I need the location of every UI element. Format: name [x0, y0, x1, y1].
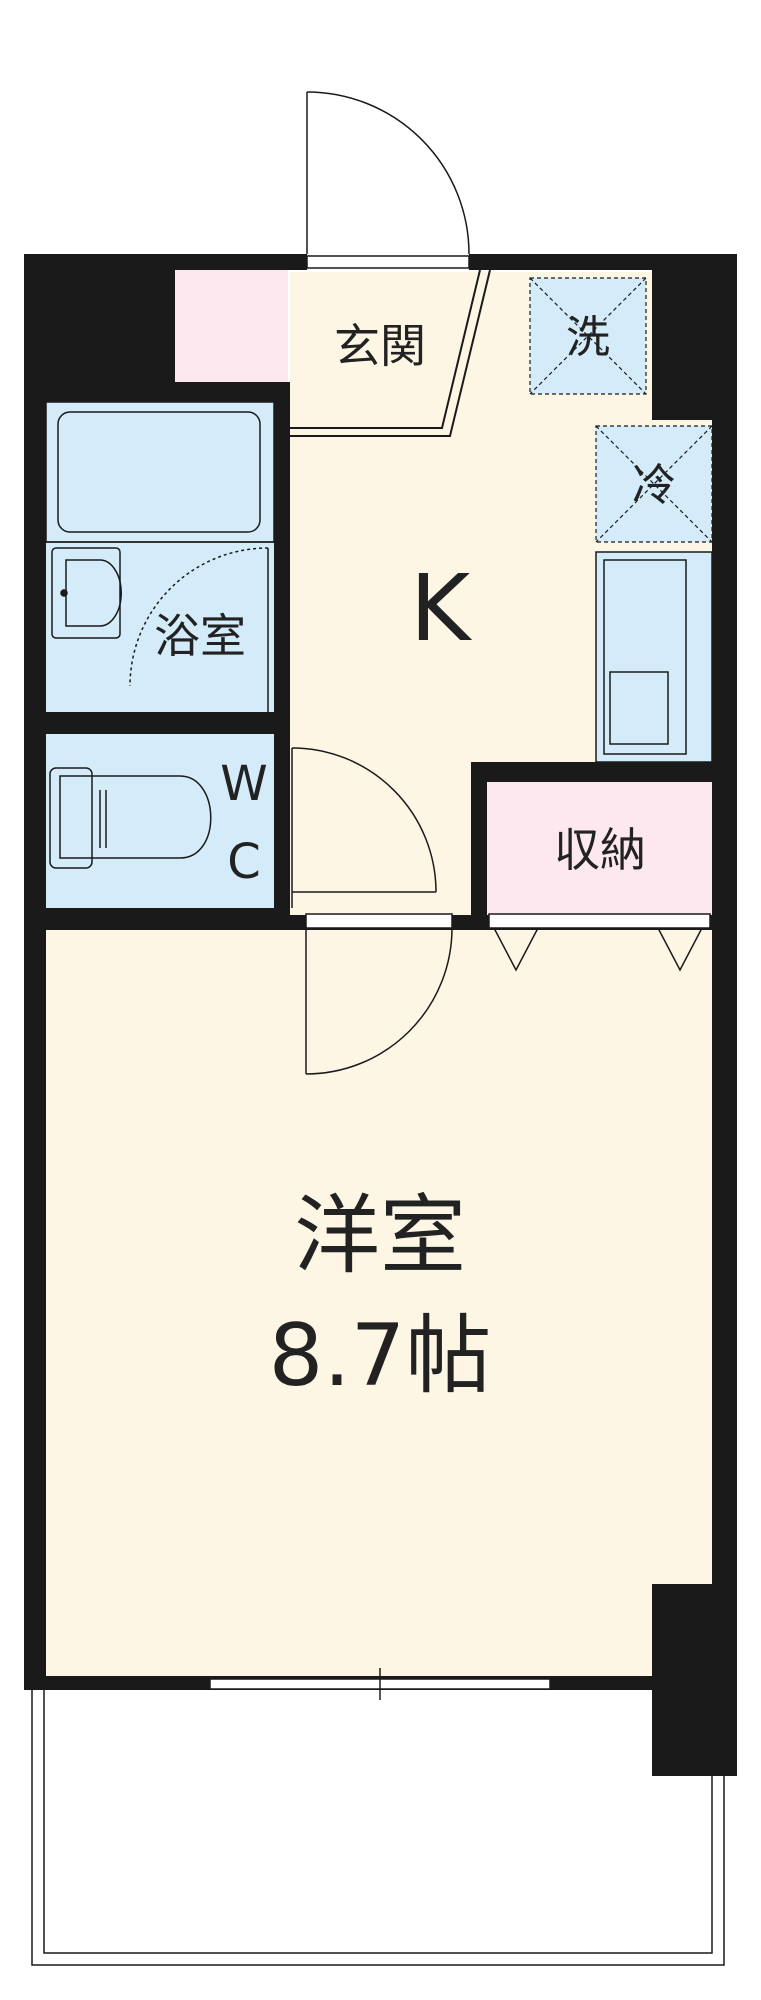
- kitchen-label: K: [410, 555, 473, 662]
- kitchen-sink: [595, 551, 713, 763]
- wc-floor: [46, 734, 274, 908]
- wc-fixtures: [49, 747, 437, 908]
- appliance-marks: [529, 277, 713, 543]
- western-room-size: 8.7帖: [269, 1306, 492, 1406]
- washbasin: [51, 547, 121, 639]
- fridge-label: 冷: [632, 460, 676, 511]
- toilet-tank: [49, 767, 93, 869]
- entrance-door: [306, 91, 470, 255]
- washer-label: 洗: [566, 312, 610, 363]
- bathtub: [45, 401, 275, 543]
- western-room-label: 洋室: [294, 1186, 466, 1286]
- labels: 玄関 洗 冷 K 浴室 W C 収納 洋室 8.7帖: [154, 312, 676, 1406]
- bathroom-fixtures: [45, 401, 275, 712]
- wc-label-w: W: [220, 756, 267, 812]
- wc-label-c: C: [227, 834, 261, 890]
- storage-label: 収納: [554, 823, 646, 877]
- genkan-label: 玄関: [334, 319, 426, 373]
- balcony: [31, 1690, 725, 1966]
- room-doors: [305, 927, 703, 1075]
- genkan-step: [290, 269, 491, 437]
- western-room-floor: [46, 930, 712, 1676]
- entrance-tile-area: [175, 270, 288, 382]
- storage-floor: [487, 782, 712, 915]
- toilet-bowl: [59, 775, 212, 859]
- kitchen-counter: [596, 552, 712, 762]
- bath-label: 浴室: [154, 609, 246, 663]
